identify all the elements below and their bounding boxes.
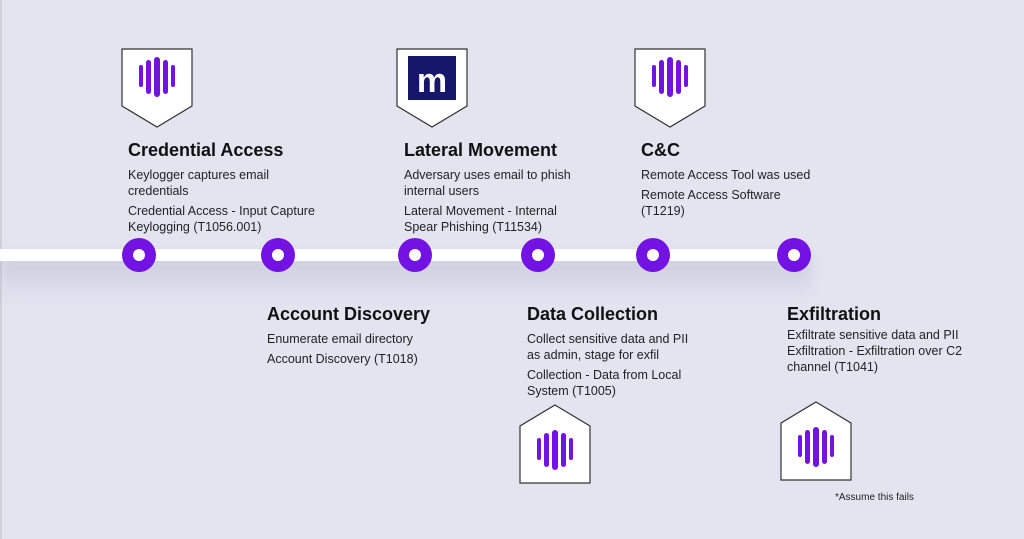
m-logo-icon: m xyxy=(396,48,468,128)
step-description: Keylogger captures email credentials xyxy=(128,168,270,198)
step-description: Enumerate email directory xyxy=(267,332,413,346)
step-title: Data Collection xyxy=(527,304,659,324)
purple-logo-icon xyxy=(519,404,591,484)
step-technique: Exfiltration - Exfiltration over C2 chan… xyxy=(787,344,963,374)
purple-logo-icon xyxy=(121,48,193,128)
purple-logo-icon xyxy=(780,401,852,481)
footnote: *Assume this fails xyxy=(835,492,914,503)
step-title: Credential Access xyxy=(128,140,284,160)
step-description: Collect sensitive data and PII as admin,… xyxy=(527,332,689,362)
step-title: Lateral Movement xyxy=(404,140,558,160)
m-logo-letter: m xyxy=(417,62,447,100)
timeline-node-account-discovery xyxy=(261,238,295,272)
step-description: Exfiltrate sensitive data and PII xyxy=(787,328,959,342)
step-lateral-movement: Lateral Movement Adversary uses email to… xyxy=(404,139,604,239)
step-description: Remote Access Tool was used xyxy=(641,168,811,182)
step-exfiltration: Exfiltration Exfiltrate sensitive data a… xyxy=(787,303,987,379)
purple-logo-icon xyxy=(634,48,706,128)
step-title: Exfiltration xyxy=(787,304,882,324)
step-technique: Collection - Data from Local System (T10… xyxy=(527,368,682,398)
cc-badge xyxy=(634,48,706,128)
credential-access-badge xyxy=(121,48,193,128)
step-cc: C&C Remote Access Tool was used Remote A… xyxy=(641,139,841,223)
step-data-collection: Data Collection Collect sensitive data a… xyxy=(527,303,717,403)
data-collection-badge xyxy=(519,404,591,484)
timeline-node-cc xyxy=(636,238,670,272)
step-technique: Remote Access Software (T1219) xyxy=(641,188,781,218)
step-technique: Lateral Movement - Internal Spear Phishi… xyxy=(404,204,557,234)
step-account-discovery: Account Discovery Enumerate email direct… xyxy=(267,303,467,371)
timeline-node-credential-access xyxy=(122,238,156,272)
step-title: Account Discovery xyxy=(267,304,431,324)
step-description: Adversary uses email to phish internal u… xyxy=(404,168,571,198)
timeline-node-lateral-movement xyxy=(398,238,432,272)
left-edge-line xyxy=(0,0,2,539)
step-title: C&C xyxy=(641,140,680,160)
lateral-movement-badge: m xyxy=(396,48,468,128)
timeline-node-exfiltration xyxy=(777,238,811,272)
step-technique: Account Discovery (T1018) xyxy=(267,352,418,366)
step-technique: Credential Access - Input Capture Keylog… xyxy=(128,204,315,234)
exfiltration-badge xyxy=(780,401,852,481)
timeline-node-data-collection xyxy=(521,238,555,272)
step-credential-access: Credential Access Keylogger captures ema… xyxy=(128,139,338,239)
